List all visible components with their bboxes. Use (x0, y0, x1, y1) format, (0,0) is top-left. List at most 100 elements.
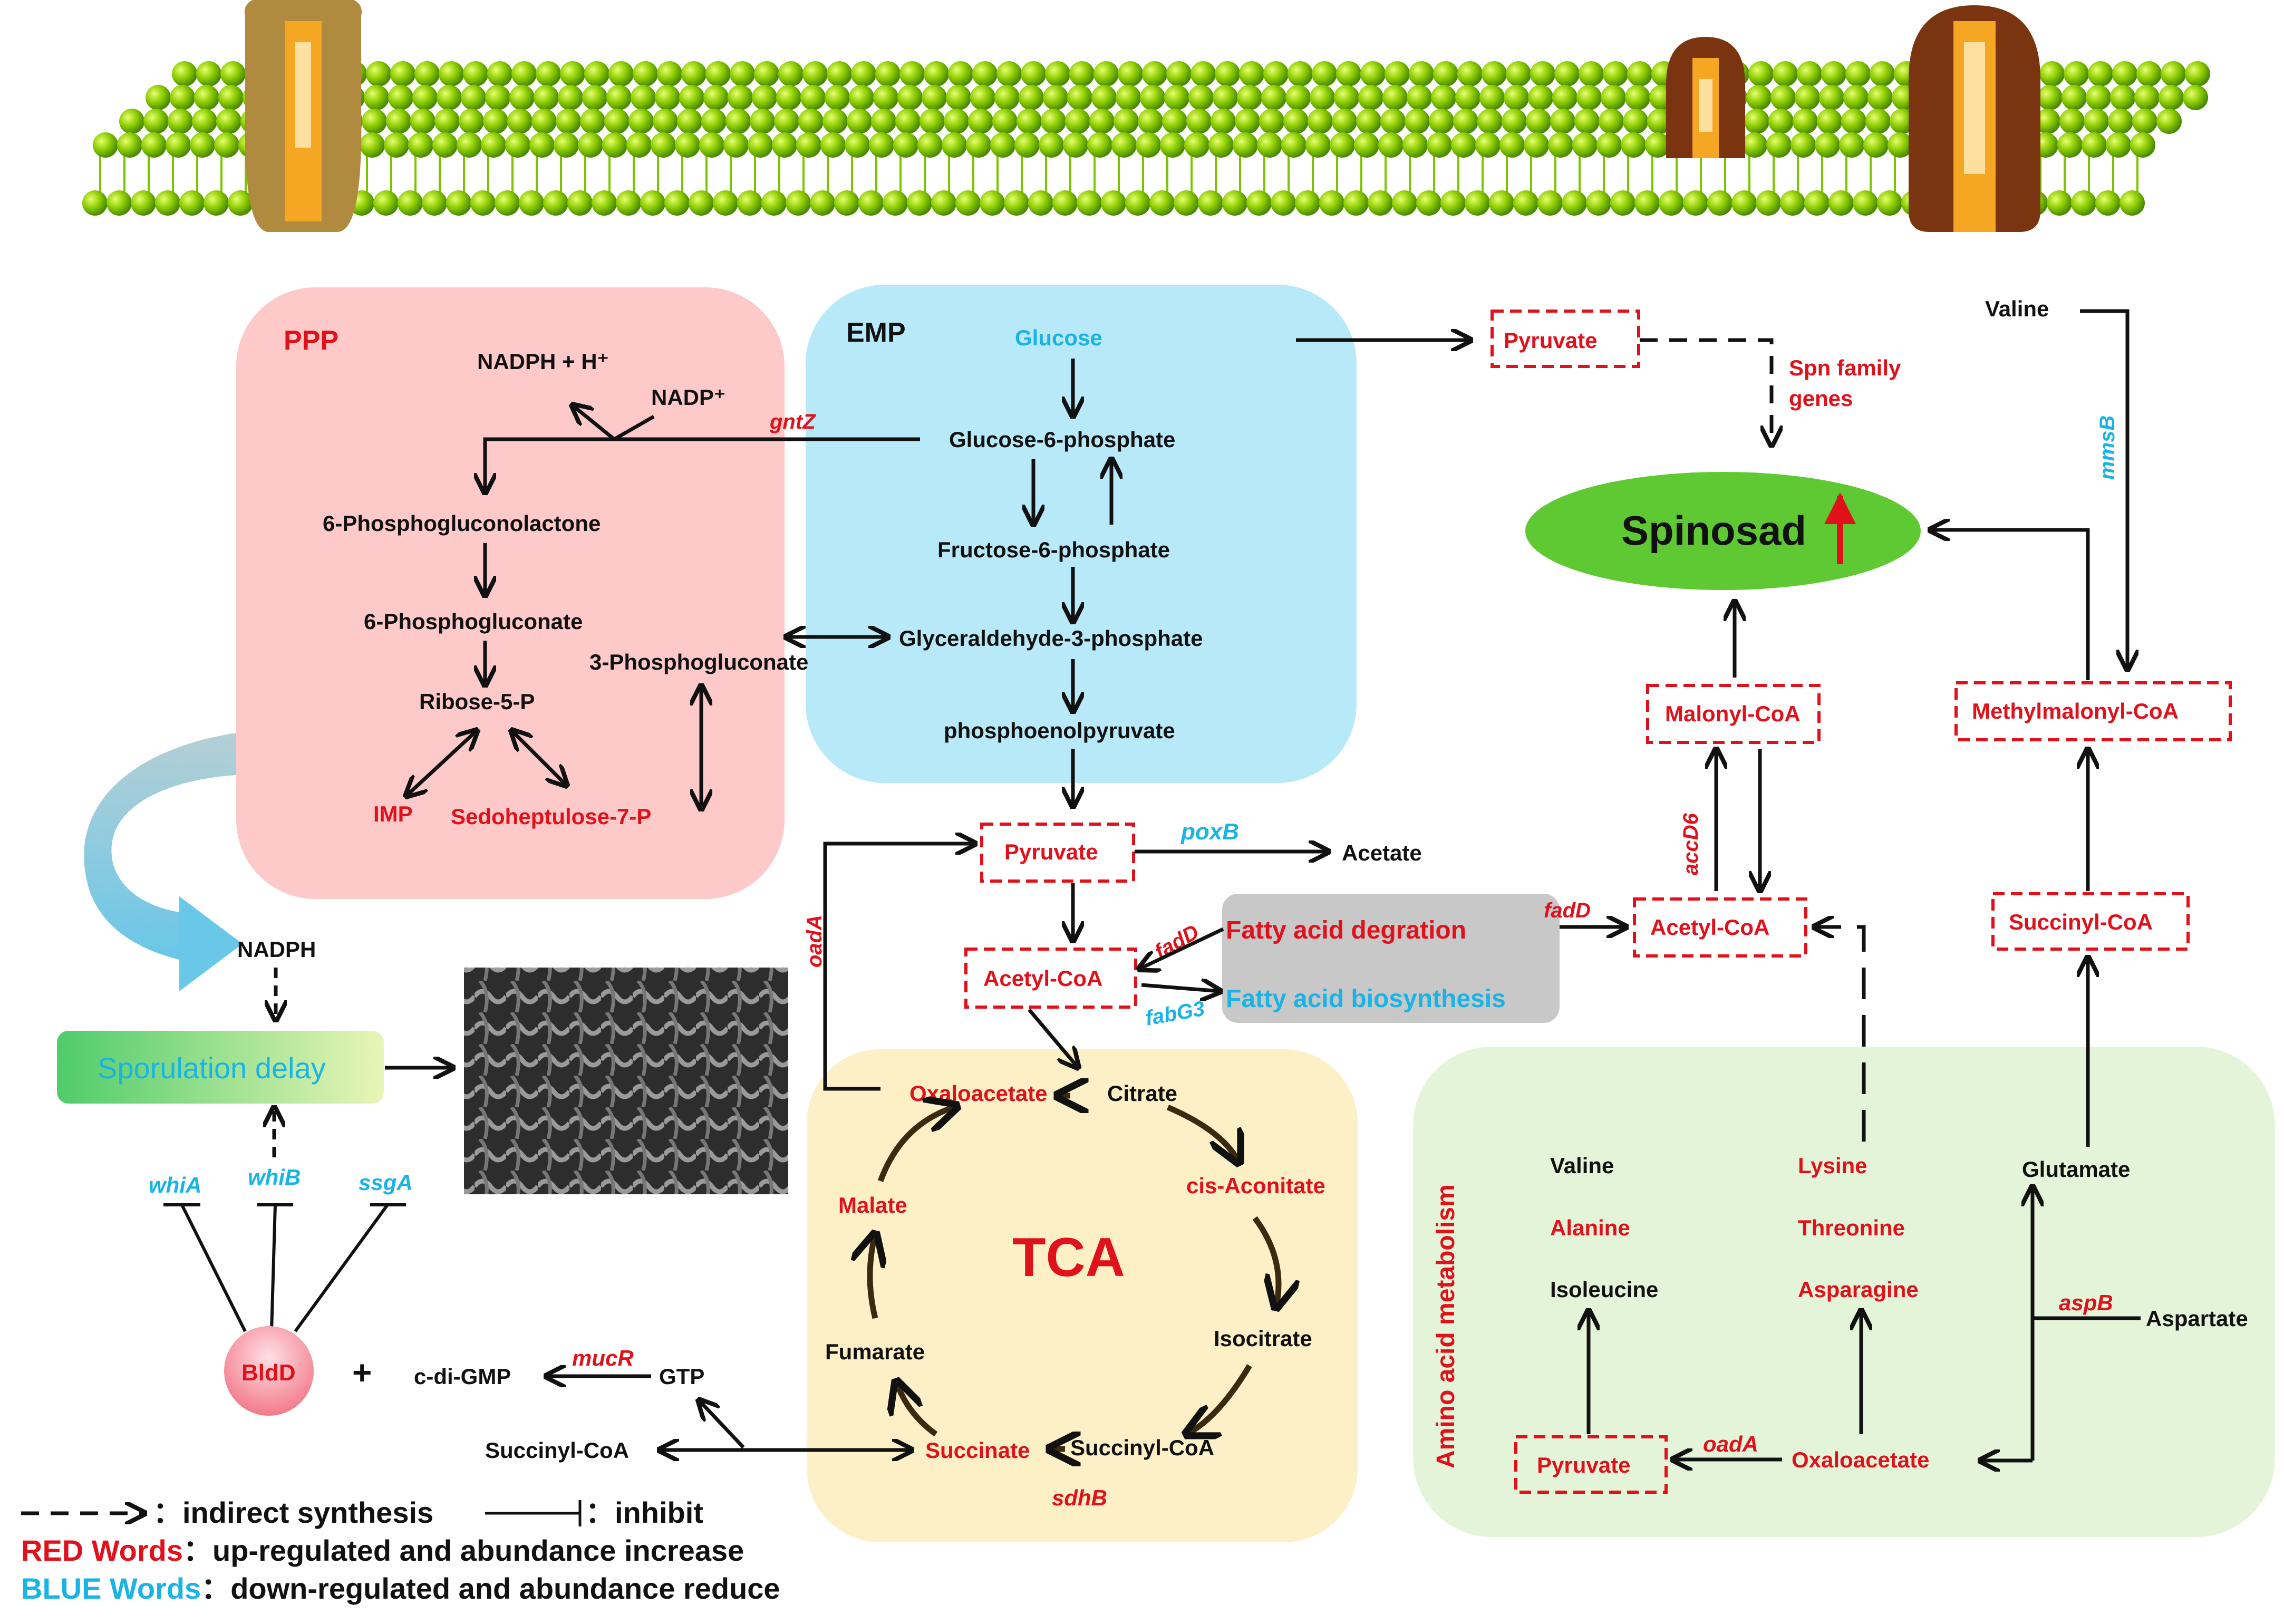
sedoheptulose-label: Sedoheptulose-7-P (451, 804, 651, 829)
gntz-gene: gntZ (769, 410, 816, 433)
amino-arrows (1589, 1186, 2141, 1461)
fumarate-label: Fumarate (825, 1339, 925, 1364)
oxaloacetate-amino-label: Oxaloacetate (1792, 1447, 1929, 1472)
mmsb-gene: mmsB (2096, 415, 2119, 480)
pyruvate-box-amino (1514, 1435, 1668, 1494)
sporulation-delay-box (57, 1031, 384, 1104)
central-arrows (823, 844, 1329, 1091)
legend-red-desc: ：up-regulated and abundance increase (183, 1534, 744, 1567)
cdigmp-label: c-di-GMP (414, 1364, 511, 1389)
pyruvate-amino-label: Pyruvate (1537, 1453, 1630, 1477)
cis-aconitate-label: cis-Aconitate (1186, 1173, 1325, 1198)
sporulation-delay-label: Sporulation delay (98, 1051, 326, 1085)
isocitrate-label: Isocitrate (1214, 1326, 1312, 1351)
gtp-label: GTP (659, 1364, 704, 1389)
methylmalonyl-coa-label: Methylmalonyl-CoA (1972, 699, 2179, 723)
pyruvate-central-label: Pyruvate (1004, 839, 1098, 864)
amino-acid-title: Amino acid metabolism (1432, 1184, 1460, 1468)
fabg3-gene: fabG3 (1144, 997, 1206, 1030)
accd6-gene: accD6 (1679, 813, 1702, 875)
succinyl-coa-box-right (1991, 892, 2190, 951)
sporulation-arrows (546, 1376, 912, 1450)
bldd-circle (224, 1326, 314, 1416)
fatty-biosynthesis-label: Fatty acid biosynthesis (1226, 985, 1506, 1013)
threonine-label: Threonine (1798, 1215, 1905, 1240)
g3p-label: Glyceraldehyde-3-phosphate (899, 626, 1203, 651)
curved-arrow-body (84, 733, 236, 960)
asparagine-label: Asparagine (1798, 1277, 1919, 1302)
succinate-label: Succinate (925, 1438, 1030, 1463)
g6p-label: Glucose-6-phosphate (949, 427, 1175, 452)
plus-sign: + (352, 1354, 372, 1391)
fatty-degradation-label: Fatty acid degration (1226, 916, 1466, 944)
legend-blue-key-text: BLUE Words (21, 1572, 201, 1605)
spn-genes-line2: genes (1789, 386, 1853, 411)
citrate-label: Citrate (1107, 1081, 1177, 1106)
nadp-label: NADP⁺ (651, 385, 725, 410)
nadph-h-label: NADPH + H⁺ (477, 349, 609, 374)
phosphogluconate3-label: 3-Phosphogluconate (589, 650, 808, 674)
pyruvate-top-label: Pyruvate (1504, 328, 1597, 353)
malonyl-coa-label: Malonyl-CoA (1665, 701, 1801, 726)
aspartate-label: Aspartate (2146, 1306, 2248, 1331)
legend: ：indirect synthesis ：inhibit RED Words：u… (21, 1496, 780, 1605)
malonyl-coa-box (1646, 684, 1821, 744)
legend-blue-key: BLUE Words：down-regulated and abundance … (21, 1572, 780, 1605)
acetate-label: Acetate (1342, 840, 1422, 865)
oada-gene-tca: oadA (803, 915, 826, 968)
malate-label: Malate (838, 1193, 907, 1217)
amino-acid-box (1413, 1047, 2275, 1537)
emp-title: EMP (846, 317, 906, 348)
tca-title: TCA (1012, 1227, 1125, 1288)
poxb-gene: poxB (1180, 819, 1239, 845)
acetyl-coa-box-right (1633, 897, 1807, 958)
succinyl-coa-left-label: Succinyl-CoA (485, 1438, 629, 1463)
lysine-label: Lysine (1798, 1153, 1867, 1178)
emp-box (806, 285, 1357, 783)
sem-micrograph-image (464, 968, 788, 1194)
acetyl-coa-box-central (964, 948, 1137, 1009)
bldd-label: BldD (241, 1360, 296, 1386)
mucr-gene: mucR (572, 1346, 634, 1370)
legend-red-key-text: RED Words (21, 1534, 183, 1567)
whib-gene: whiB (248, 1165, 301, 1190)
legend-indirect-label: ：indirect synthesis (153, 1496, 433, 1529)
oxaloacetate-tca-label: Oxaloacetate (909, 1081, 1047, 1106)
legend-red-key: RED Words：up-regulated and abundance inc… (21, 1534, 744, 1567)
isoleucine-label: Isoleucine (1550, 1277, 1658, 1302)
pyruvate-box-top (1491, 310, 1640, 368)
ssga-gene: ssgA (359, 1170, 413, 1195)
ppp-arrows (406, 405, 920, 809)
spn-dashed-arrow (1640, 338, 1772, 446)
methylmalonyl-coa-box (1954, 681, 2232, 741)
fadd-gene-right: fadD (1544, 899, 1591, 922)
spinosad-label: Spinosad (1621, 507, 1806, 554)
phosphogluconolactone-label: 6-Phosphogluconolactone (323, 511, 601, 536)
membrane-channel-left (244, 0, 362, 232)
glutamate-label: Glutamate (2022, 1157, 2130, 1182)
pyruvate-box-central (980, 823, 1135, 883)
emp-arrows (1033, 340, 1471, 807)
ribose5p-label: Ribose-5-P (419, 689, 535, 714)
spinosad-ellipse (1525, 472, 1921, 590)
nadph-label: NADPH (237, 937, 316, 962)
legend-blue-desc: ：down-regulated and abundance reduce (201, 1572, 780, 1605)
phosphogluconate-label: 6-Phosphogluconate (364, 609, 583, 634)
aspb-gene: aspB (2059, 1290, 2113, 1315)
membrane-channel-right (1909, 5, 2040, 232)
glucose-label: Glucose (1015, 325, 1102, 350)
whia-gene: whiA (149, 1173, 201, 1197)
valine-top-label: Valine (1985, 296, 2049, 321)
f6p-label: Fructose-6-phosphate (937, 537, 1170, 562)
membrane-channel-middle (1666, 37, 1745, 158)
spn-genes-line1: Spn family (1789, 355, 1901, 380)
curved-arrow-head-icon (179, 896, 243, 991)
legend-inhibit-label: ：inhibit (585, 1496, 703, 1529)
succinyl-coa-tca-label: Succinyl-CoA (1070, 1435, 1214, 1460)
valine-amino-label: Valine (1550, 1153, 1614, 1178)
imp-label: IMP (373, 801, 413, 826)
legend-inhibit-symbol (485, 1500, 582, 1526)
pep-label: phosphoenolpyruvate (944, 718, 1175, 743)
inhibit-lines (163, 1203, 406, 1332)
